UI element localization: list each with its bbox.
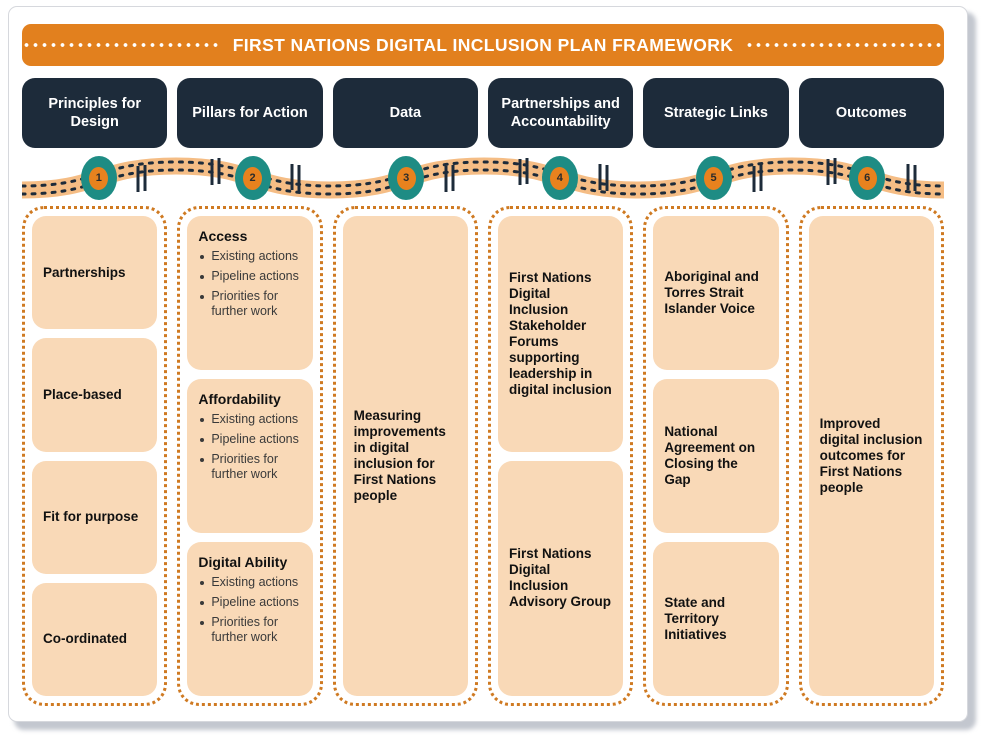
header-box-label: Data bbox=[389, 104, 422, 121]
header-box-label: Principles for Design bbox=[48, 95, 141, 130]
column-strategic-links: Aboriginal and Torres Strait Islander Vo… bbox=[643, 206, 789, 706]
step-node-cell-5: 6 bbox=[790, 152, 944, 204]
banner-dots-right bbox=[745, 43, 944, 47]
bullet-item: Pipeline actions bbox=[198, 432, 301, 447]
header-box-2: Data bbox=[332, 78, 478, 148]
step-node-circle: 1 bbox=[80, 156, 117, 200]
bullet-item: Existing actions bbox=[198, 412, 301, 427]
card-title: Affordability bbox=[198, 391, 281, 407]
header-box-4: Strategic Links bbox=[643, 78, 789, 148]
card: Partnerships bbox=[32, 216, 158, 330]
header-box-5: Outcomes bbox=[798, 78, 944, 148]
card: First Nations Digital Inclusion Stakehol… bbox=[497, 216, 624, 452]
card-text: Co-ordinated bbox=[43, 631, 127, 647]
bullet-item: Pipeline actions bbox=[198, 269, 301, 284]
card: State and Territory Initiatives bbox=[653, 542, 779, 696]
step-number: 3 bbox=[396, 166, 416, 190]
step-node-row: 1 2 3 4 5 6 bbox=[22, 152, 944, 204]
header-box-label: Pillars for Action bbox=[192, 104, 308, 121]
card-text: First Nations Digital Inclusion Stakehol… bbox=[508, 270, 612, 397]
card: Fit for purpose bbox=[32, 460, 158, 574]
step-node-circle: 6 bbox=[849, 156, 886, 200]
step-number: 2 bbox=[243, 166, 262, 190]
wavy-connector-band bbox=[22, 152, 944, 204]
header-box-0: Principles for Design bbox=[22, 78, 168, 148]
card: National Agreement on Closing the Gap bbox=[653, 379, 779, 533]
step-number: 1 bbox=[89, 166, 109, 190]
card: Place-based bbox=[32, 338, 158, 452]
header-box-label: Partnerships and Accountability bbox=[501, 95, 620, 130]
column-data: Measuring improvements in digital inclus… bbox=[332, 206, 478, 706]
step-node-cell-4: 5 bbox=[637, 152, 791, 204]
step-node-circle: 3 bbox=[388, 156, 425, 200]
bullet-item: Existing actions bbox=[198, 249, 301, 264]
banner-dots-left bbox=[22, 43, 221, 47]
step-node-circle: 5 bbox=[695, 156, 732, 200]
card-text: Aboriginal and Torres Strait Islander Vo… bbox=[664, 269, 759, 316]
card-text: Improved digital inclusion outcomes for … bbox=[819, 416, 923, 495]
step-node-cell-1: 2 bbox=[176, 152, 330, 204]
bullet-item: Priorities for further work bbox=[198, 289, 301, 319]
step-node-cell-2: 3 bbox=[329, 152, 483, 204]
title-banner: FIRST NATIONS DIGITAL INCLUSION PLAN FRA… bbox=[22, 24, 944, 66]
page-title: FIRST NATIONS DIGITAL INCLUSION PLAN FRA… bbox=[232, 34, 734, 55]
bullet-item: Existing actions bbox=[198, 575, 301, 590]
header-box-3: Partnerships and Accountability bbox=[487, 78, 634, 148]
card-text: Place-based bbox=[43, 386, 122, 402]
header-box-label: Strategic Links bbox=[664, 104, 768, 121]
card-title: Access bbox=[198, 228, 248, 244]
card: Aboriginal and Torres Strait Islander Vo… bbox=[653, 216, 779, 370]
card: Co-ordinated bbox=[32, 582, 158, 696]
card: First Nations Digital Inclusion Advisory… bbox=[497, 460, 624, 696]
card: Improved digital inclusion outcomes for … bbox=[808, 216, 934, 696]
card-text: Fit for purpose bbox=[43, 509, 139, 525]
step-node-cell-3: 4 bbox=[483, 152, 637, 204]
card-text: First Nations Digital Inclusion Advisory… bbox=[508, 546, 611, 610]
card-text: State and Territory Initiatives bbox=[664, 595, 727, 642]
step-node-cell-0: 1 bbox=[22, 152, 176, 204]
bullet-item: Priorities for further work bbox=[198, 615, 301, 645]
bullet-item: Pipeline actions bbox=[198, 595, 301, 610]
header-box-label: Outcomes bbox=[835, 104, 907, 121]
step-number: 5 bbox=[704, 166, 724, 190]
step-node-circle: 2 bbox=[234, 156, 271, 200]
card-title: Digital Ability bbox=[198, 554, 288, 570]
card: Measuring improvements in digital inclus… bbox=[342, 216, 468, 696]
card-text: Partnerships bbox=[43, 264, 126, 280]
column-partnerships-and-accountability: First Nations Digital Inclusion Stakehol… bbox=[487, 206, 634, 706]
step-number: 6 bbox=[857, 166, 877, 190]
bullet-item: Priorities for further work bbox=[198, 452, 301, 482]
header-box-1: Pillars for Action bbox=[177, 78, 323, 148]
card-text: National Agreement on Closing the Gap bbox=[664, 424, 756, 487]
column-outcomes: Improved digital inclusion outcomes for … bbox=[798, 206, 944, 706]
step-number: 4 bbox=[550, 166, 570, 190]
card-text: Measuring improvements in digital inclus… bbox=[353, 408, 446, 503]
step-node-circle: 4 bbox=[541, 156, 578, 200]
header-row: Principles for Design Pillars for Action D… bbox=[22, 78, 944, 148]
